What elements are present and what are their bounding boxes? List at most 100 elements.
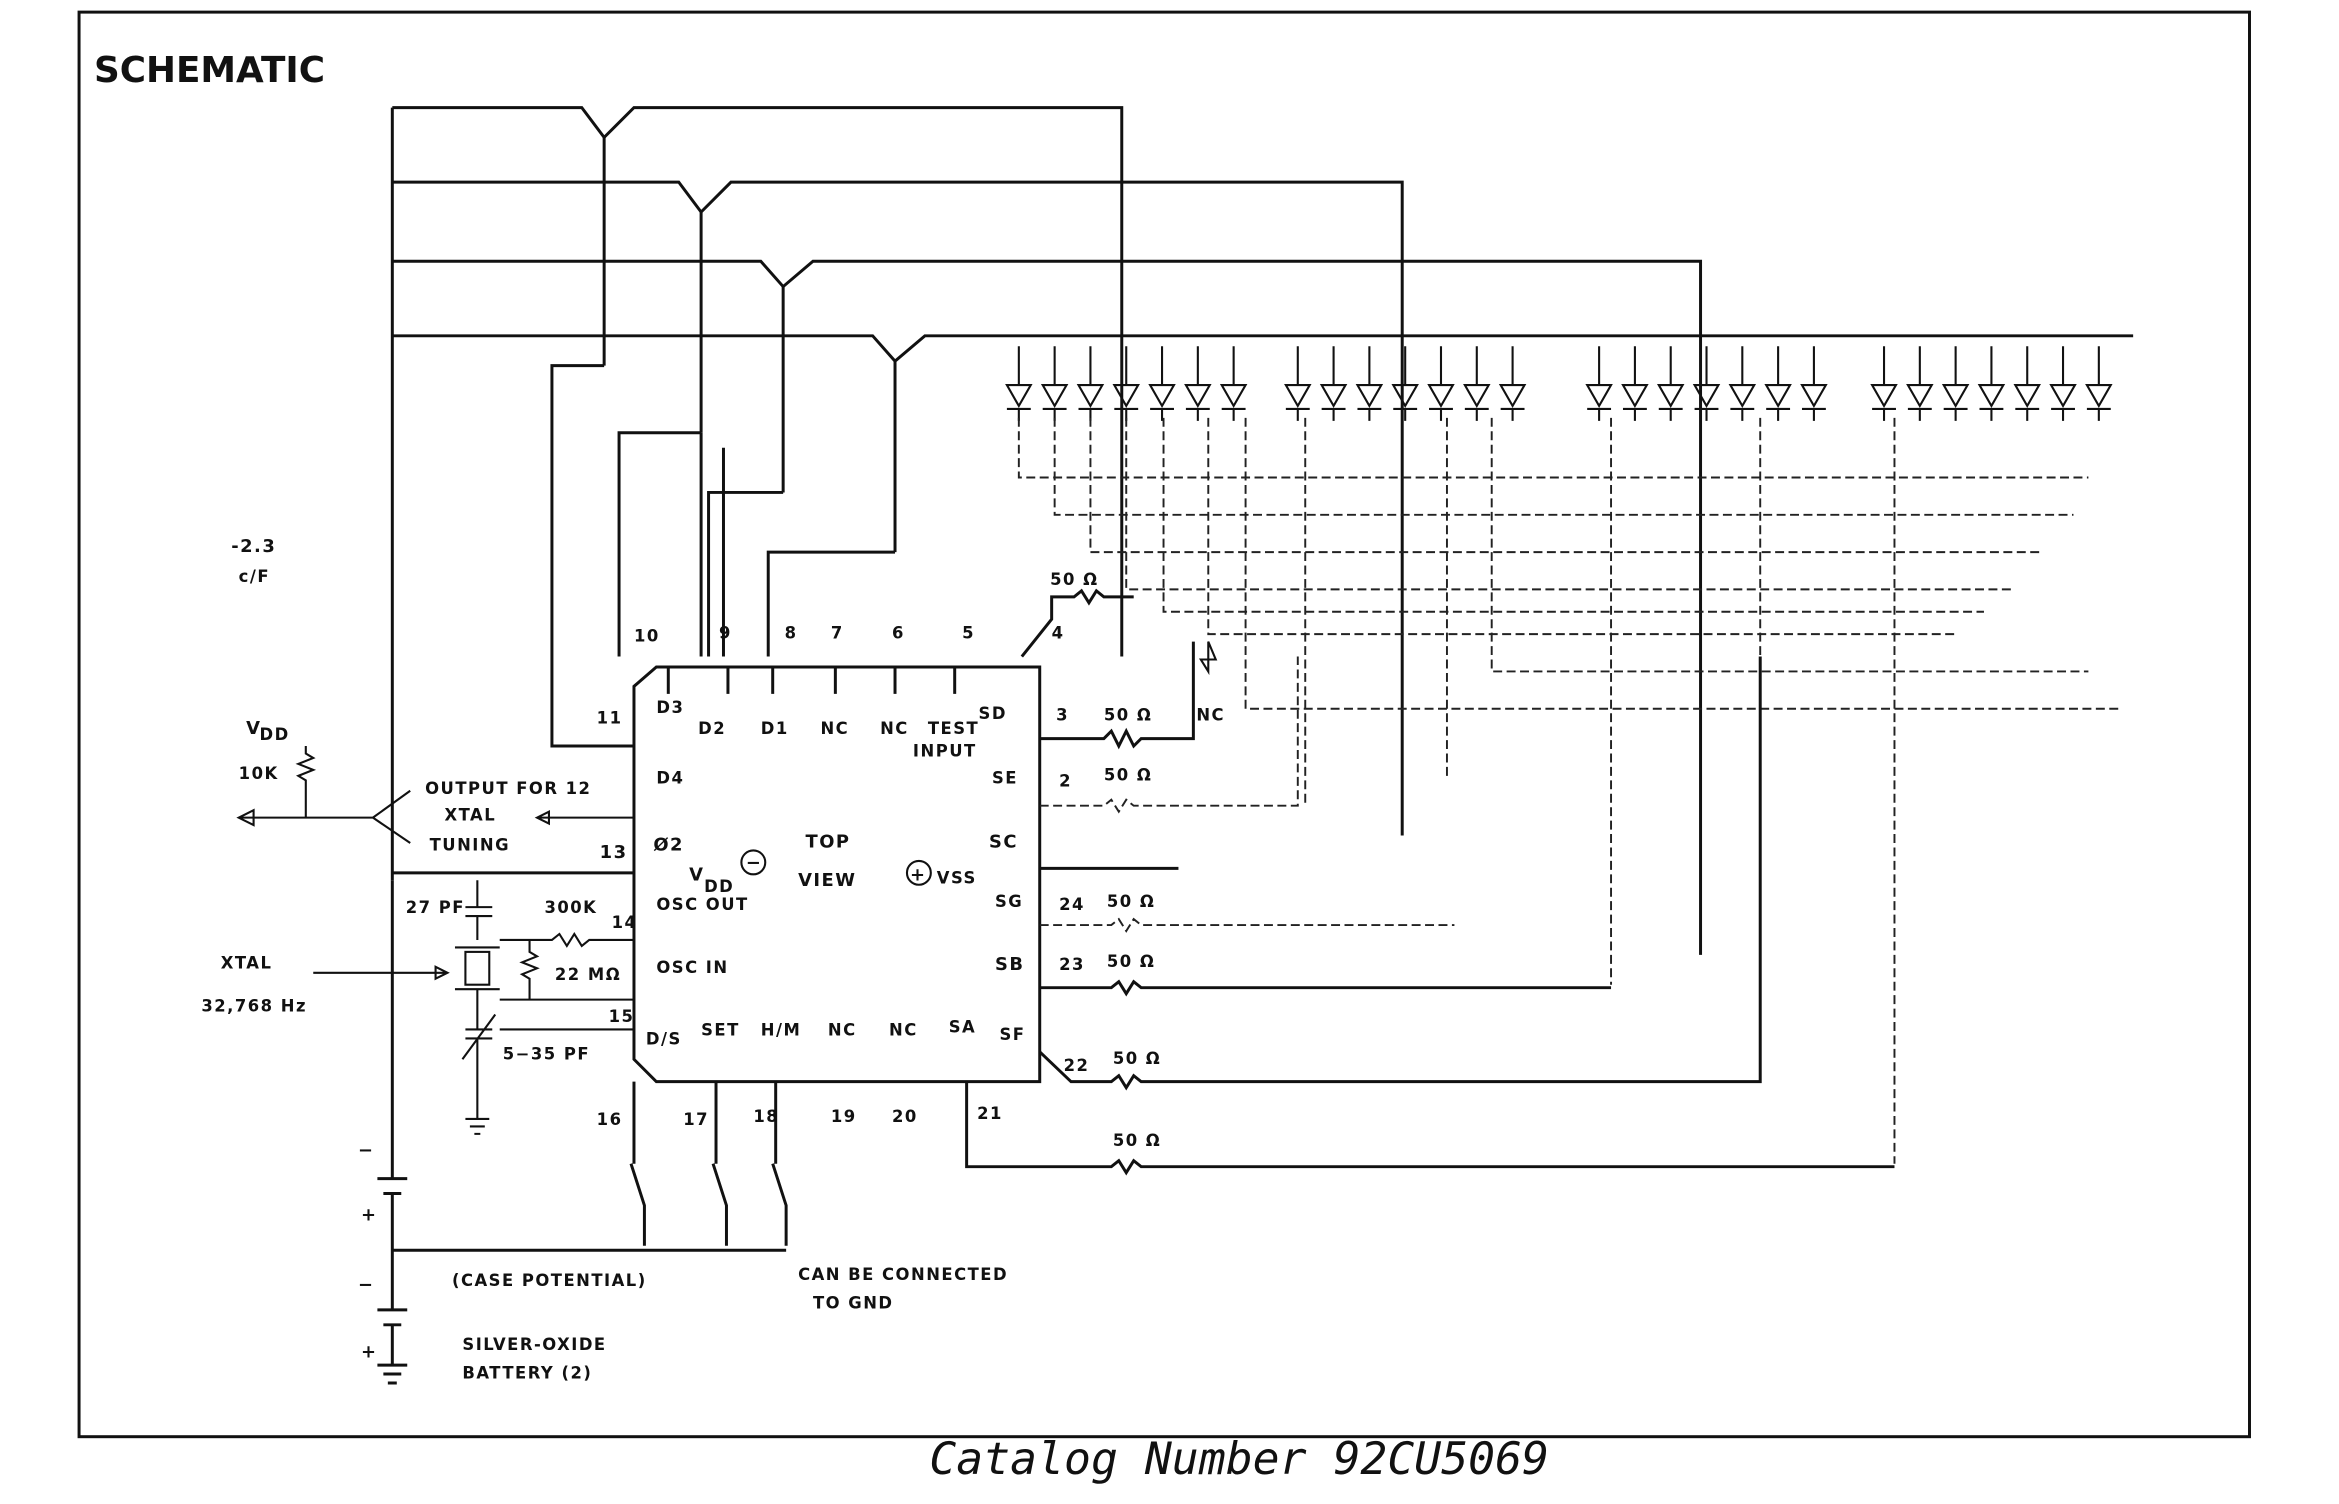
resistor-label: 50 Ω: [1050, 570, 1098, 589]
pin-name-hm: H/M: [761, 1020, 802, 1039]
led-diode-icon: [1005, 346, 1033, 421]
led-diode-icon: [1184, 346, 1212, 421]
pin-name-d3: D3: [656, 698, 684, 717]
pin-7: 7: [831, 624, 844, 643]
ic-right-pins: SE SC SG SB SF 3 50 Ω 2 50 Ω 24 50 Ω 23 …: [989, 570, 1762, 1091]
pin-22: 22: [1064, 1056, 1090, 1075]
pin-21: 21: [977, 1104, 1003, 1123]
pin-name-nc: NC: [828, 1020, 857, 1039]
led-diode-icon: [1585, 346, 1613, 421]
catalog-number: Catalog Number 92CU5069: [929, 1432, 1549, 1485]
pin-15: 15: [609, 1007, 635, 1026]
handwritten-note: c/F: [239, 567, 270, 586]
pin-24: 24: [1059, 895, 1085, 914]
ic-vdd-sub: DD: [704, 877, 734, 896]
ic-top-pins: 10 D3 9 D2 8 D1 7 NC 6 NC 5 TEST INPUT 4…: [634, 624, 1065, 761]
resistor-label: 50 Ω: [1107, 892, 1155, 911]
output-label-3: TUNING: [430, 835, 510, 854]
frame-border: [77, 10, 2251, 1439]
led-diode-icon: [1941, 346, 1970, 421]
pin-2: 2: [1059, 771, 1072, 790]
pin-name-d2: D2: [698, 719, 726, 738]
battery-label-1: SILVER-OXIDE: [462, 1335, 606, 1354]
resistor-10k-label: 10K: [239, 764, 279, 783]
battery-label-2: BATTERY (2): [462, 1364, 592, 1383]
pin-name-input: INPUT: [913, 741, 977, 760]
led-diode-icon: [1870, 346, 1898, 421]
pin-4: 4: [1052, 624, 1065, 643]
resistor-label: 50 Ω: [1104, 706, 1152, 725]
led-diode-icon: [1355, 346, 1384, 421]
ic-vdd-label: V: [689, 864, 704, 885]
pin-name-sf: SF: [999, 1025, 1025, 1044]
pin-name-set: SET: [701, 1020, 740, 1039]
capacitor-27pf-label: 27 PF: [406, 898, 465, 917]
led-diode-icon: [2013, 346, 2041, 421]
gnd-note-1: CAN BE CONNECTED: [798, 1265, 1008, 1284]
led-diode-icon: [1319, 346, 1348, 421]
pin-name-d1: D1: [761, 719, 789, 738]
pin-name-test: TEST: [928, 719, 979, 738]
led-diode-icon: [1692, 346, 1721, 421]
battery-circuit: − + − + (CASE POTENTIAL) CAN BE CONNECTE…: [358, 880, 1008, 1385]
led-diode-icon: [1112, 346, 1140, 421]
led-diode-icon: [1800, 346, 1828, 421]
vdd-label: V: [246, 718, 261, 739]
pin-name-se: SE: [992, 768, 1018, 787]
led-diode-icon: [1906, 346, 1934, 421]
pin-13: 13: [600, 842, 628, 863]
pin-name-osc-in: OSC IN: [656, 958, 728, 977]
pin-name-osc-out: OSC OUT: [656, 895, 748, 914]
led-diode-icon: [1076, 346, 1105, 421]
pin-name-sa: SA: [949, 1017, 976, 1036]
led-diode-icon: [2085, 346, 2113, 421]
pin-name-sc: SC: [989, 831, 1018, 852]
schematic-title: SCHEMATIC: [94, 50, 325, 91]
battery-minus: −: [358, 1140, 374, 1161]
ic-top-label: TOP: [806, 831, 851, 852]
gnd-note-2: TO GND: [813, 1293, 894, 1312]
led-display-array: [1005, 346, 2113, 421]
nc-label: NC: [1196, 706, 1225, 725]
led-diode-icon: [1391, 346, 1419, 421]
led-diode-icon: [1977, 346, 2006, 421]
pin-14: 14: [612, 913, 638, 932]
ic-package: TOP VIEW V DD − + VSS: [632, 665, 1042, 1084]
resistor-label: 50 Ω: [1113, 1131, 1161, 1150]
pin-5: 5: [962, 624, 975, 643]
led-diode-icon: [1040, 346, 1069, 421]
pin-9: 9: [719, 624, 732, 643]
crystal-icon: [464, 950, 491, 986]
output-label-1: OUTPUT FOR 12: [425, 779, 591, 798]
oscillator-circuit: V DD 10K OUTPUT FOR 12 XTAL TUNING 27 PF…: [201, 536, 634, 1135]
led-diode-icon: [1284, 346, 1312, 421]
ic-vss-label: VSS: [937, 868, 977, 887]
ic-view-label: VIEW: [798, 870, 856, 891]
plus-sign: +: [910, 864, 926, 885]
resistor-label: 50 Ω: [1107, 952, 1155, 971]
pin-23: 23: [1059, 955, 1085, 974]
led-diode-icon: [1656, 346, 1685, 421]
vdd-sub: DD: [260, 725, 290, 744]
plus-terminal-icon: [905, 859, 932, 886]
battery-minus: −: [358, 1275, 374, 1296]
pin-19: 19: [831, 1107, 857, 1126]
resistor-300k-label: 300K: [544, 898, 597, 917]
led-diode-icon: [1219, 346, 1248, 421]
minus-terminal-icon: [740, 849, 767, 876]
handwritten-note: -2.3: [231, 536, 276, 557]
pin-10: 10: [634, 627, 660, 646]
pin-name-ds: D/S: [646, 1029, 682, 1048]
pin-name-nc: NC: [889, 1020, 918, 1039]
case-potential-label: (CASE POTENTIAL): [452, 1271, 647, 1290]
pin-name-nc: NC: [820, 719, 849, 738]
led-diode-icon: [1427, 346, 1455, 421]
ic-bottom-pins: D/S SET H/M NC NC SA 16 17 18 19 20 21 5…: [392, 1017, 1895, 1252]
pin-6: 6: [892, 624, 905, 643]
pin-name-nc: NC: [880, 719, 909, 738]
minus-sign: −: [746, 852, 762, 873]
pin-name-phi2: Ø2: [653, 834, 684, 855]
led-diode-icon: [1728, 346, 1757, 421]
digit-driver-transistors: [390, 106, 2134, 955]
pin-name-sg: SG: [995, 892, 1023, 911]
